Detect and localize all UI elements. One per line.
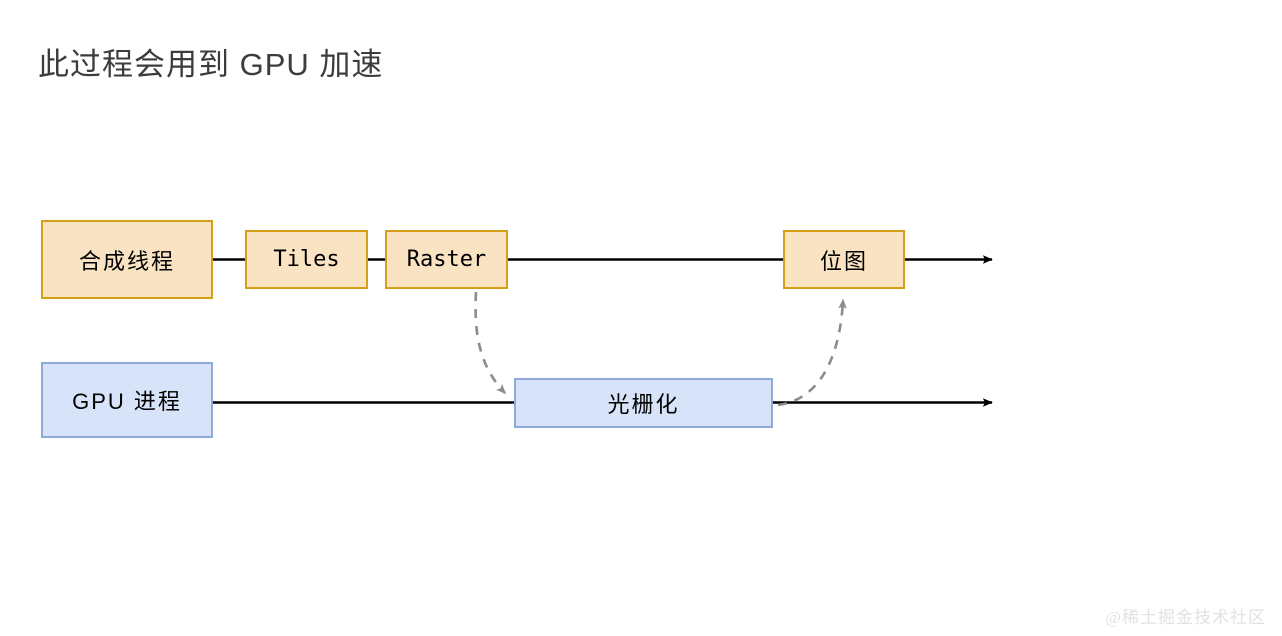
- node-composite-thread[interactable]: 合成线程: [41, 220, 213, 299]
- node-bitmap[interactable]: 位图: [783, 230, 905, 289]
- page-title: 此过程会用到 GPU 加速: [38, 47, 384, 82]
- node-raster[interactable]: Raster: [385, 230, 508, 289]
- connector-raster-to-rasterize: [474, 291, 506, 395]
- node-tiles[interactable]: Tiles: [245, 230, 368, 289]
- node-gpu-process[interactable]: GPU 进程: [41, 362, 213, 438]
- watermark: @稀土掘金技术社区: [1105, 608, 1266, 627]
- connector-rasterize-to-bitmap: [777, 298, 847, 407]
- node-rasterize[interactable]: 光栅化: [514, 378, 773, 428]
